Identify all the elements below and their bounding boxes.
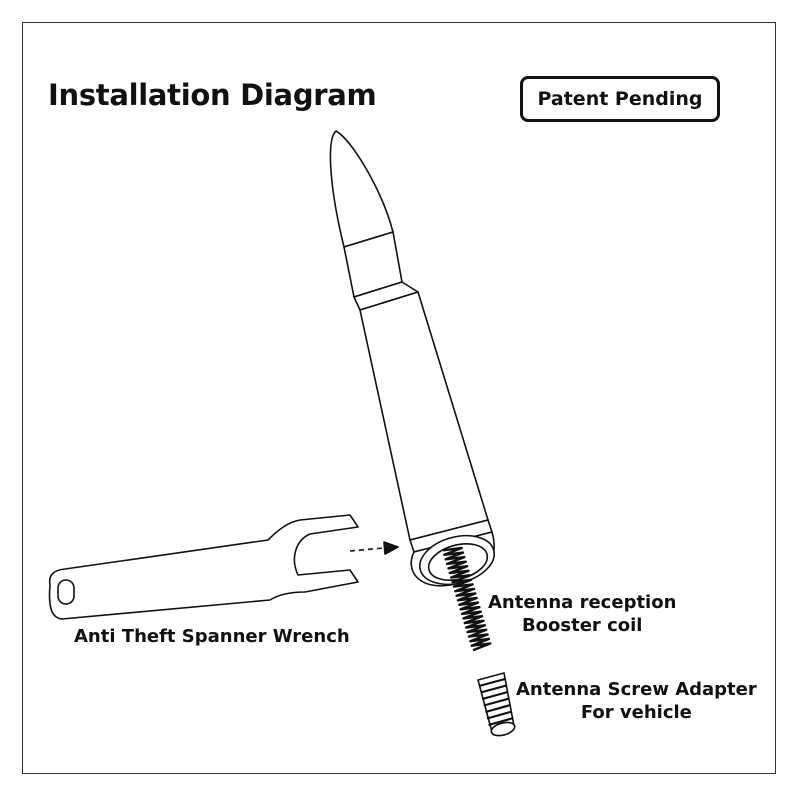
wrench-label: Anti Theft Spanner Wrench — [74, 626, 350, 647]
diagram-title: Installation Diagram — [48, 78, 377, 112]
diagram-frame — [22, 22, 776, 774]
booster-coil — [442, 546, 492, 652]
coil-label-line1: Antenna reception — [488, 592, 677, 613]
spanner-wrench — [48, 514, 359, 620]
adapter-label-line1: Antenna Screw Adapter — [516, 679, 757, 700]
adapter-label: Antenna Screw Adapter For vehicle — [516, 678, 757, 724]
patent-pending-badge: Patent Pending — [520, 76, 720, 122]
adapter-label-line2: For vehicle — [580, 702, 692, 723]
screw-adapter — [477, 672, 516, 737]
coil-label-line2: Booster coil — [521, 615, 643, 636]
insertion-arrow — [349, 541, 399, 555]
coil-label: Antenna reception Booster coil — [488, 591, 676, 637]
